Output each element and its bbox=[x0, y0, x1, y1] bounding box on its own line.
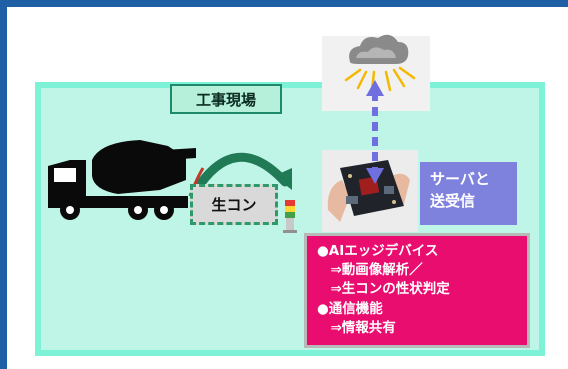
cloud-server-icon bbox=[344, 34, 416, 92]
server-label-line-1: サーバと bbox=[430, 170, 490, 188]
cement-mixer-truck-icon bbox=[48, 140, 196, 220]
feature-ai-edge-device: ●AIエッジデバイス bbox=[317, 243, 439, 259]
feature-concrete-judgment: ⇒生コンの性状判定 bbox=[317, 281, 450, 298]
feature-video-analysis: ⇒動画像解析／ bbox=[317, 262, 423, 279]
feature-list-box: ●AIエッジデバイス ⇒動画像解析／ ⇒生コンの性状判定 ●通信機能 ⇒情報共有 bbox=[304, 233, 530, 348]
ai-edge-board-icon bbox=[327, 160, 410, 222]
site-label: 工事現場 bbox=[170, 84, 282, 114]
signal-tower-light-icon bbox=[283, 200, 297, 233]
server-label-line-2: 送受信 bbox=[430, 192, 476, 210]
ready-mixed-concrete-label: 生コン bbox=[190, 184, 278, 225]
feature-information-sharing: ⇒情報共有 bbox=[317, 319, 396, 336]
server-communication-box: サーバと 送受信 bbox=[420, 162, 517, 225]
bidirectional-arrow-icon bbox=[366, 80, 384, 184]
feature-communication: ●通信機能 bbox=[317, 300, 383, 317]
